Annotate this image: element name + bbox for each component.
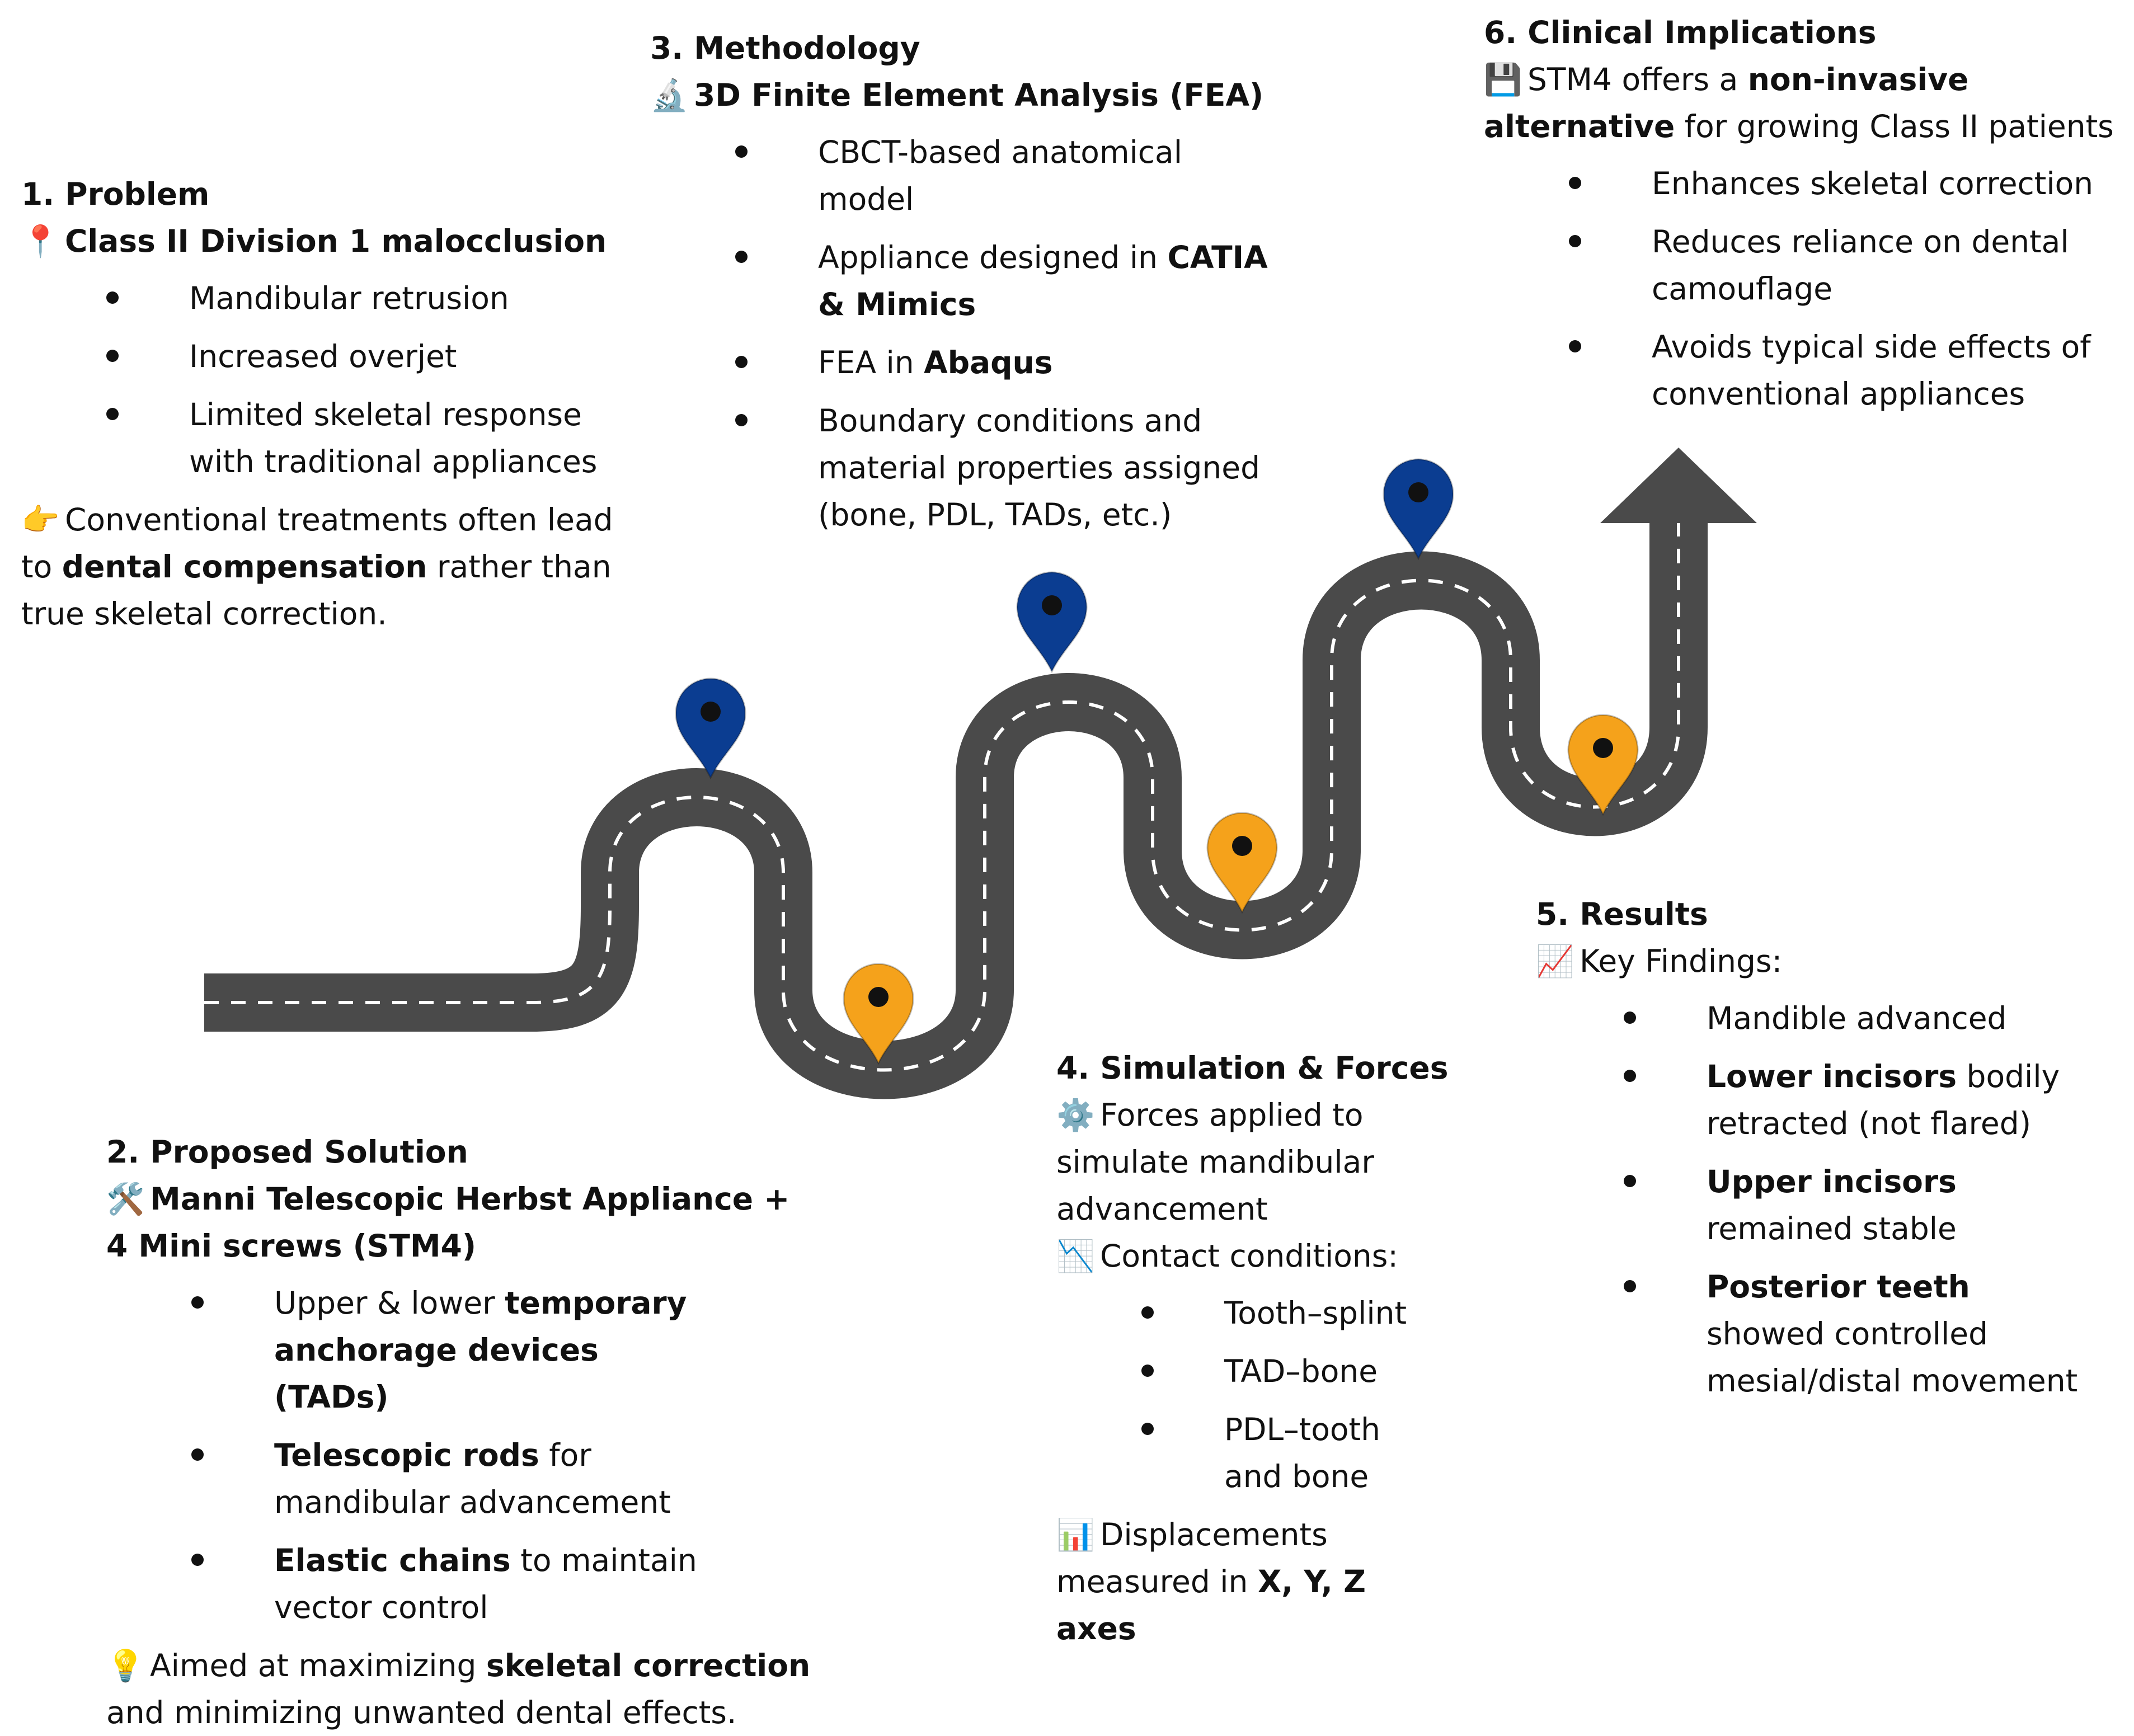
list-item: TAD–bone — [1141, 1348, 1414, 1395]
floppy-disk-icon: 💾 — [1484, 62, 1522, 97]
section-title: 3. Methodology — [650, 30, 920, 66]
list-item: Boundary conditions and material propert… — [735, 397, 1277, 538]
list-item: Elastic chains to maintain vector contro… — [191, 1537, 711, 1631]
list-item: Increased overjet — [106, 333, 637, 380]
section-methodology: 3. Methodology 🔬3D Finite Element Analys… — [650, 25, 1322, 549]
section-note: 📊Displacements measured in X, Y, Z axes — [1056, 1511, 1414, 1652]
section-intro: ⚙️Forces applied to simulate mandibular … — [1056, 1092, 1504, 1232]
section-simulation-forces: 4. Simulation & Forces ⚙️Forces applied … — [1056, 1045, 1504, 1652]
map-pin-icon — [675, 678, 746, 780]
list-item: Mandibular retrusion — [106, 275, 637, 322]
chart-increasing-icon: 📈 — [1536, 943, 1574, 979]
section-title: 5. Results — [1536, 896, 1708, 932]
chart-decreasing-icon: 📉 — [1056, 1238, 1095, 1274]
section-intro: 💾STM4 offers a non-invasive alternative … — [1484, 56, 2122, 150]
section-clinical-implications: 6. Clinical Implications 💾STM4 offers a … — [1484, 9, 2122, 429]
list-item: Reduces reliance on dental camouflage — [1569, 218, 2122, 312]
list-item: Avoids typical side effects of conventio… — [1569, 323, 2122, 417]
map-pin-icon — [1016, 571, 1088, 674]
list-item: CBCT-based anatomical model — [735, 129, 1277, 223]
pin-icon: 📍 — [21, 223, 60, 259]
microscope-icon: 🔬 — [650, 77, 689, 113]
list-item: Upper & lower temporary anchorage device… — [191, 1279, 711, 1420]
section-title: 1. Problem — [21, 176, 210, 212]
list-item: Upper incisors remained stable — [1624, 1158, 2093, 1252]
tools-icon: 🛠️ — [106, 1181, 145, 1217]
map-pin-icon — [1206, 812, 1278, 914]
list-item: Appliance designed in CATIA & Mimics — [735, 234, 1277, 328]
list-item: Limited skeletal response with tradition… — [106, 391, 637, 485]
section-problem: 1. Problem 📍Class II Division 1 malocclu… — [21, 171, 614, 637]
list-item: Mandible advanced — [1624, 995, 2093, 1042]
list-item: Enhances skeletal correction — [1569, 160, 2122, 207]
section-title: 2. Proposed Solution — [106, 1134, 468, 1170]
map-pin-icon — [1567, 714, 1639, 816]
section-title: 6. Clinical Implications — [1484, 15, 1877, 50]
gear-icon: ⚙️ — [1056, 1097, 1095, 1133]
list-item: Posterior teeth showed controlled mesial… — [1624, 1263, 2093, 1404]
section-subtitle: 🛠️Manni Telescopic Herbst Appliance + 4 … — [106, 1175, 811, 1269]
section-subtitle: 🔬3D Finite Element Analysis (FEA) — [650, 72, 1322, 119]
section-title: 4. Simulation & Forces — [1056, 1050, 1449, 1086]
list-item: FEA in Abaqus — [735, 339, 1277, 386]
pointing-hand-icon: 👉 — [21, 502, 60, 538]
list-item: Tooth–splint — [1141, 1290, 1414, 1337]
section-intro: 📈Key Findings: — [1536, 938, 2107, 985]
section-subtitle: 📍Class II Division 1 malocclusion — [21, 218, 614, 265]
arrow-head-icon — [1600, 448, 1757, 523]
road-center-dashes — [204, 481, 1680, 1072]
light-bulb-icon: 💡 — [106, 1648, 145, 1683]
section-proposed-solution: 2. Proposed Solution 🛠️Manni Telescopic … — [106, 1128, 811, 1736]
bar-chart-icon: 📊 — [1056, 1517, 1095, 1552]
bullet-list: Upper & lower temporary anchorage device… — [191, 1279, 711, 1631]
list-item: Telescopic rods for mandibular advanceme… — [191, 1432, 711, 1526]
section-results: 5. Results 📈Key Findings: Mandible advan… — [1536, 891, 2107, 1415]
map-pin-icon — [843, 963, 914, 1065]
section-intro-2: 📉Contact conditions: — [1056, 1232, 1504, 1279]
section-note: 👉Conventional treatments often lead to d… — [21, 496, 614, 637]
list-item: Lower incisors bodily retracted (not fla… — [1624, 1053, 2093, 1147]
map-pin-icon — [1383, 458, 1454, 561]
list-item: PDL–tooth and bone — [1141, 1406, 1414, 1500]
section-note: 💡Aimed at maximizing skeletal correction… — [106, 1642, 811, 1736]
